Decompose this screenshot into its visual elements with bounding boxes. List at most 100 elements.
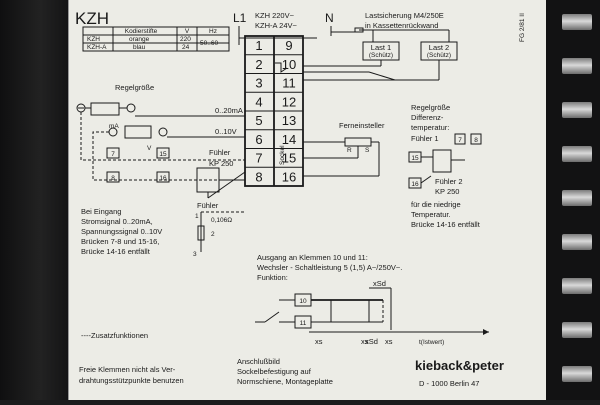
diff-note-line: Temperatur. bbox=[411, 210, 451, 219]
terminal-right-15: 15 bbox=[282, 151, 296, 166]
bridge-label-15: 15 bbox=[411, 155, 419, 162]
axis-label: xs bbox=[315, 337, 323, 346]
voltage-source-box bbox=[124, 125, 152, 139]
table-cell: 220 bbox=[180, 36, 191, 43]
fuse-location-label: in Kassettenrückwand bbox=[365, 21, 438, 30]
resistor-symbol bbox=[197, 225, 205, 241]
device-frame-left bbox=[0, 0, 68, 400]
note-line: Brücken 7-8 und 15-16, bbox=[81, 237, 159, 246]
table-cell: 24 bbox=[182, 44, 190, 51]
sensor2-label: Fühler 2 bbox=[435, 177, 463, 186]
wiring-diagram: KZH Kodierstifte V Hz KZH orange 220 50.… bbox=[75, 9, 526, 388]
axis-label: t(Istwert) bbox=[419, 339, 444, 346]
bridge-label-7: 7 bbox=[458, 137, 462, 144]
terminal-left-5: 5 bbox=[255, 113, 262, 128]
potentiometer-symbol bbox=[344, 137, 372, 147]
differential-section: Regelgröße Differenz- temperatur: Fühler… bbox=[408, 103, 482, 229]
relay-contact-symbol bbox=[275, 62, 288, 73]
table-header-v: V bbox=[185, 28, 190, 35]
note-line: Bei Eingang bbox=[81, 207, 121, 216]
mounting-line: Sockelbefestigung auf bbox=[237, 367, 312, 376]
table-header-kodierstifte: Kodierstifte bbox=[125, 28, 158, 35]
load1-label: Last 1 bbox=[371, 43, 391, 52]
terminal-right-10: 10 bbox=[282, 57, 296, 72]
axis-label: xs bbox=[361, 337, 369, 346]
brand-address: D - 1000 Berlin 47 bbox=[419, 379, 479, 388]
bridge-label-16: 16 bbox=[159, 175, 167, 182]
bridge-label-8: 8 bbox=[474, 137, 478, 144]
additional-functions-legend: ----Zusatzfunktionen bbox=[81, 331, 148, 340]
terminal-pin bbox=[562, 14, 592, 30]
terminal-index-2: 2 bbox=[211, 231, 215, 238]
supply-n-label: N bbox=[325, 11, 334, 25]
sensor1-label: Fühler 1 bbox=[411, 134, 439, 143]
footer-note-line: drahtungsstützpunkte benutzen bbox=[79, 376, 184, 385]
table-cell: blau bbox=[133, 44, 146, 51]
note-line: Stromsignal 0..20mA, bbox=[81, 217, 153, 226]
sockel-label: Sockel bbox=[279, 145, 286, 165]
terminal-pin bbox=[562, 234, 592, 250]
table-cell: orange bbox=[129, 36, 150, 43]
output-label-11: 11 bbox=[300, 320, 307, 327]
terminal-index-1: 1 bbox=[195, 213, 199, 220]
bridge-label-16: 16 bbox=[411, 181, 419, 188]
plate-code: FG 2/81 II bbox=[519, 13, 526, 42]
current-source-box bbox=[90, 102, 120, 116]
load2-label: Last 2 bbox=[429, 43, 449, 52]
output-label-10: 10 bbox=[299, 298, 307, 305]
bridge-label-8: 8 bbox=[111, 175, 115, 182]
brand-logo: kieback&peter bbox=[415, 358, 504, 373]
bridge-label-7: 7 bbox=[111, 151, 115, 158]
terminal-pin bbox=[562, 58, 592, 74]
diff-note-line: Brücke 14-16 entfällt bbox=[411, 220, 481, 229]
xsd-label: xSd bbox=[373, 279, 386, 288]
note-line: Brücke 14-16 entfällt bbox=[81, 247, 151, 256]
sensor-type-label: KP 250 bbox=[209, 159, 233, 168]
resistance-label: 0,106Ω bbox=[211, 217, 232, 224]
terminal-left-7: 7 bbox=[255, 151, 262, 166]
terminal-right-14: 14 bbox=[282, 132, 296, 147]
fuse-label: Lastsicherung M4/250E bbox=[365, 11, 444, 20]
table-cell: KZH bbox=[87, 36, 100, 43]
terminal-right-16: 16 bbox=[282, 169, 296, 184]
sensor-label: Fühler bbox=[197, 201, 219, 210]
potentiometer-s-label: S bbox=[365, 147, 370, 154]
potentiometer-r-label: R bbox=[347, 147, 352, 154]
remote-setpoint-label: Ferneinsteller bbox=[339, 121, 385, 130]
bridge-label-15: 15 bbox=[159, 151, 167, 158]
bridge-box-16 bbox=[156, 171, 170, 183]
terminal-pin bbox=[562, 102, 592, 118]
plus-terminal bbox=[158, 127, 168, 137]
output-section: Ausgang an Klemmen 10 und 11: Wechsler -… bbox=[255, 253, 489, 346]
changeover-contact bbox=[264, 311, 280, 323]
terminal-left-8: 8 bbox=[255, 169, 262, 184]
output-line: Wechsler - Schaltleistung 5 (1,5) A~/250… bbox=[257, 263, 402, 272]
terminal-right-13: 13 bbox=[282, 113, 296, 128]
terminal-pin bbox=[562, 278, 592, 294]
table-header-hz: Hz bbox=[209, 28, 217, 35]
product-title: KZH bbox=[75, 9, 109, 28]
terminal-pin bbox=[562, 366, 592, 382]
terminal-right-9: 9 bbox=[285, 38, 292, 53]
note-line: Spannungssignal 0..10V bbox=[81, 227, 162, 236]
regelgroesse-label: Regelgröße bbox=[115, 83, 154, 92]
sensor2-type: KP 250 bbox=[435, 187, 459, 196]
table-cell: 50..60 bbox=[200, 40, 218, 47]
bridge-box-7 bbox=[106, 147, 120, 159]
terminal-right-11: 11 bbox=[282, 76, 296, 91]
ma-range-label: 0..20mA bbox=[215, 106, 243, 115]
terminal-left-1: 1 bbox=[255, 38, 262, 53]
mounting-line: Anschlußbild bbox=[237, 357, 280, 366]
bridge-box-8 bbox=[470, 133, 482, 145]
terminal-pin bbox=[562, 146, 592, 162]
output-line: Ausgang an Klemmen 10 und 11: bbox=[257, 253, 368, 262]
diff-line: temperatur: bbox=[411, 123, 449, 132]
diff-note-line: für die niedrige bbox=[411, 200, 461, 209]
terminal-left-2: 2 bbox=[255, 57, 262, 72]
footer-note-line: Freie Klemmen nicht als Ver- bbox=[79, 365, 176, 374]
variant-table: Kodierstifte V Hz KZH orange 220 50..60 … bbox=[82, 26, 230, 52]
input-note: Bei Eingang Stromsignal 0..20mA, Spannun… bbox=[81, 207, 162, 256]
supply-voltage-kzh: KZH 220V~ bbox=[255, 11, 295, 20]
mounting-line: Normschiene, Montageplatte bbox=[237, 377, 333, 386]
